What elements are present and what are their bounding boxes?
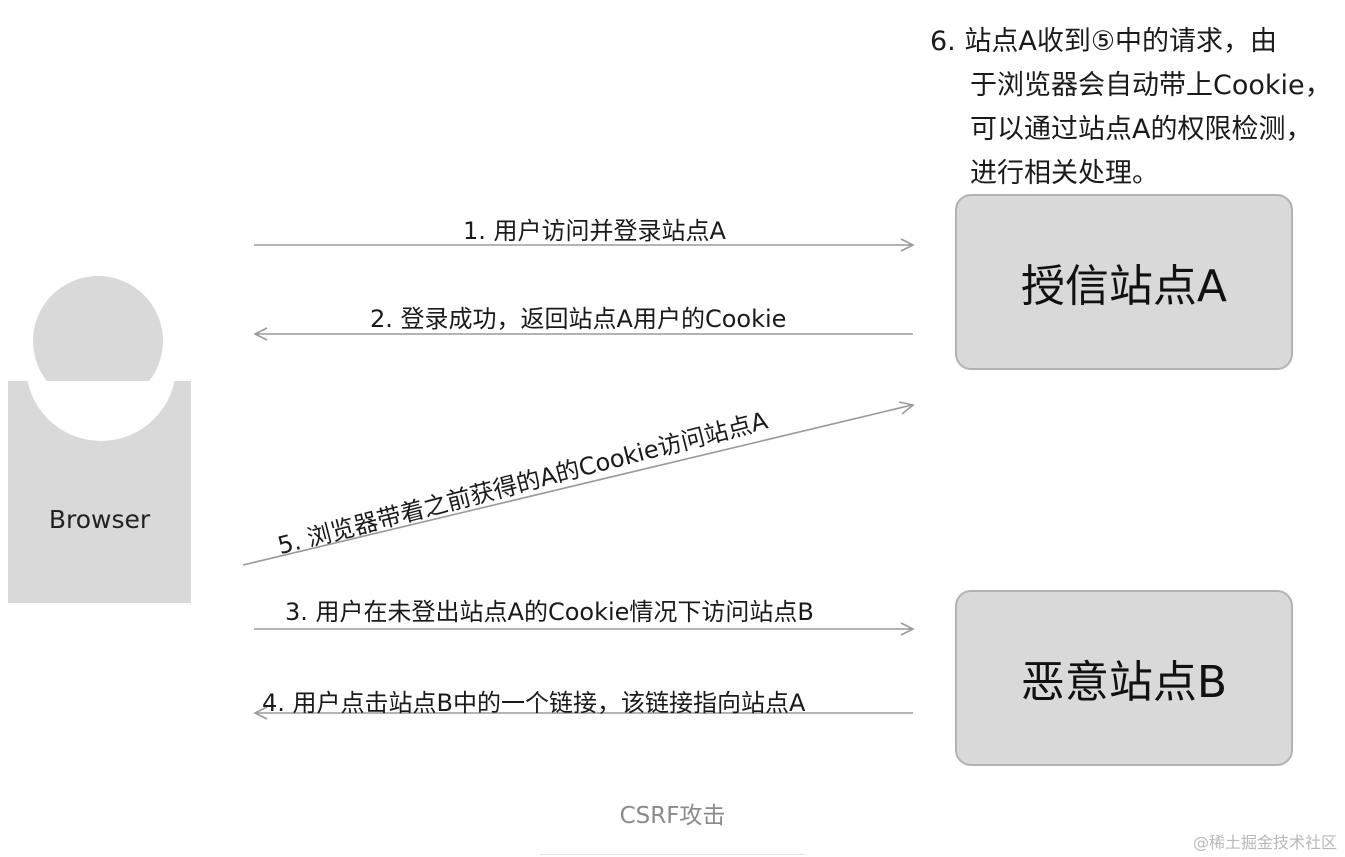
arrow-step-3 [254, 622, 915, 636]
arrow-step-4 [253, 706, 913, 720]
step-4-label: 4. 用户点击站点B中的一个链接，该链接指向站点A [262, 689, 806, 717]
step-6-note-line: 于浏览器会自动带上Cookie， [970, 70, 1332, 101]
step-6-note: 6. 站点A收到⑤中的请求，由 于浏览器会自动带上Cookie， 可以通过站点A… [930, 20, 1332, 196]
step-1-label: 1. 用户访问并登录站点A [463, 217, 726, 245]
caption-divider [540, 854, 805, 855]
step-2-label: 2. 登录成功，返回站点A用户的Cookie [370, 305, 787, 333]
arrow-step-5 [242, 401, 915, 566]
trusted-site-a-label: 授信站点A [1020, 261, 1228, 312]
browser-figure-body [8, 381, 191, 603]
watermark: @稀土掘金技术社区 [1192, 833, 1337, 852]
trusted-site-a-box: 授信站点A [955, 194, 1293, 370]
step-6-note-line: 6. 站点A收到⑤中的请求，由 [930, 26, 1278, 57]
arrow-step-1 [254, 238, 915, 252]
step-6-note-line: 可以通过站点A的权限检测， [970, 114, 1313, 145]
browser-label: Browser [48, 505, 151, 534]
malicious-site-b-box: 恶意站点B [955, 590, 1293, 766]
arrow-step-2 [253, 327, 913, 341]
step-6-note-line: 进行相关处理。 [970, 158, 1159, 189]
figure-caption: CSRF攻击 [619, 803, 726, 829]
step-3-label: 3. 用户在未登出站点A的Cookie情况下访问站点B [285, 598, 814, 626]
malicious-site-b-label: 恶意站点B [1020, 657, 1228, 708]
